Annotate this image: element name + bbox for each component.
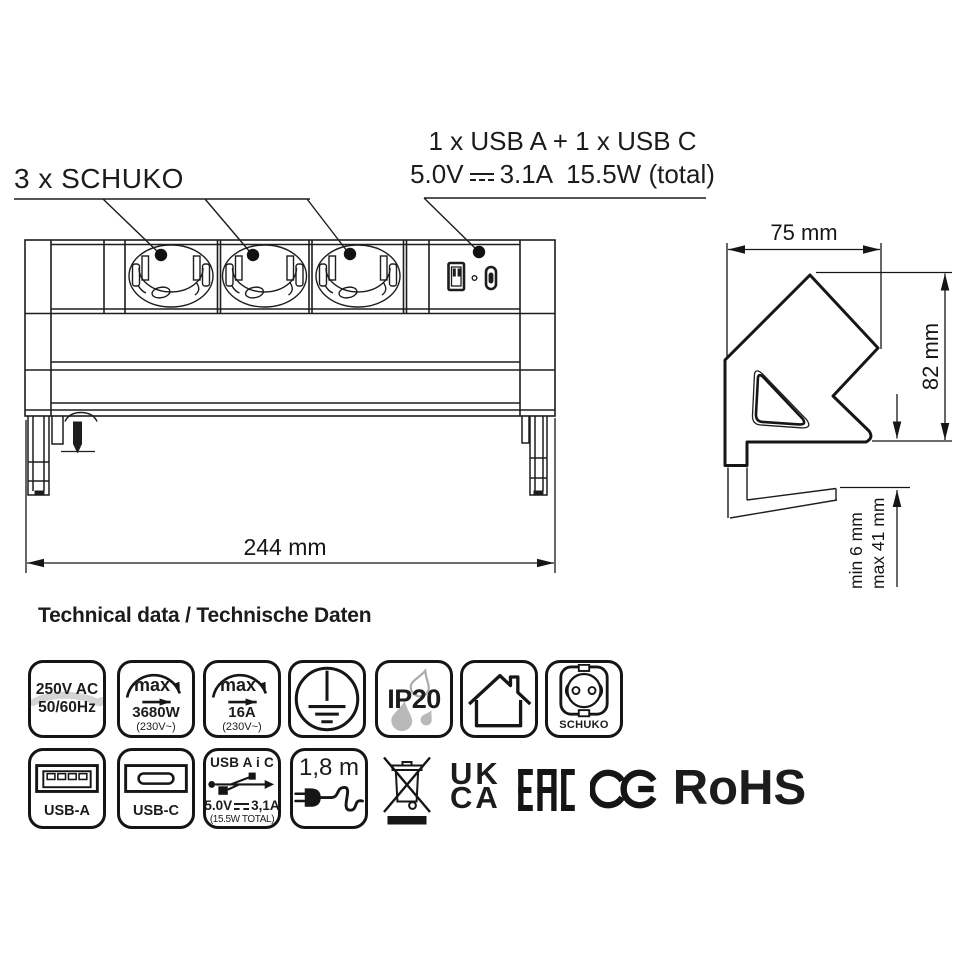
usb-a-port-icon xyxy=(447,261,466,292)
ce-mark: CE xyxy=(588,767,658,816)
callout-dots xyxy=(154,245,486,262)
max-power-value: 3680W xyxy=(132,704,180,721)
usb-c-icon xyxy=(124,764,188,793)
usb-trident-icon xyxy=(208,772,275,795)
ce-mark-icon xyxy=(588,769,657,809)
led-indicator-icon xyxy=(471,275,478,282)
rohs-mark: RoHS xyxy=(672,761,807,815)
badge-row-2: USB-A USB-C USB A i C xyxy=(28,748,806,832)
voltage-swoosh-icon xyxy=(31,691,103,707)
eac-mark-icon xyxy=(517,769,575,811)
usb-callout-line2: 5.0V 3.1A 15.5W (total) xyxy=(405,158,720,191)
usb-voltage-text: 5.0V xyxy=(410,159,464,189)
table-clamps xyxy=(27,411,548,496)
usb-ports xyxy=(447,261,498,292)
house-icon xyxy=(468,673,532,727)
earth-ground-icon xyxy=(294,666,360,732)
max-arc-icon xyxy=(211,673,268,706)
usb-combo-value: 5.0V 3,1A xyxy=(204,798,279,813)
cable-length-text: 1,8 m xyxy=(298,754,360,781)
badge-schuko: SCHUKO xyxy=(545,660,623,738)
usb-combo-note: (15.5W TOTAL) xyxy=(209,814,275,825)
dim-height xyxy=(816,271,952,442)
ukca-line2: CA xyxy=(450,779,501,815)
badge-usb-a: USB-A xyxy=(28,748,106,829)
badge-row-1: 250V AC 50/60Hz max 3680W (230V~) max xyxy=(28,660,623,738)
usb-c-port-icon xyxy=(484,265,498,291)
dc-symbol-icon xyxy=(469,169,494,184)
voltage-line2: 50/60Hz xyxy=(38,699,96,716)
ip-rating-text: IP20 xyxy=(387,683,441,714)
max-power-note: (230V~) xyxy=(136,720,176,733)
badge-indoor-use xyxy=(460,660,538,738)
dim-clamp-range xyxy=(840,394,910,587)
cutout-outline xyxy=(751,370,810,429)
dim-width-label: 244 mm xyxy=(243,534,326,560)
callout-leaders xyxy=(14,197,706,253)
voltage-line1: 250V AC xyxy=(35,681,99,698)
badge-earthing xyxy=(288,660,366,738)
usb-a-badge-label: USB-A xyxy=(44,803,90,819)
usb-combo-title: USB A i C xyxy=(210,755,274,770)
dim-clamp-max-label: max 41 mm xyxy=(868,498,888,589)
badge-max-power: max 3680W (230V~) xyxy=(117,660,195,738)
usb-c-badge-label: USB-C xyxy=(133,803,179,819)
schuko-outlet-icon xyxy=(559,664,609,718)
badge-max-current: max 16A (230V~) xyxy=(203,660,281,738)
usb-combo-voltage: 5.0V xyxy=(204,798,233,813)
eac-mark: EAC xyxy=(517,769,575,816)
dc-symbol-icon xyxy=(234,800,250,812)
badge-ip-rating: IP20 xyxy=(375,660,453,738)
clamp-screw-icon xyxy=(73,421,82,454)
schuko-badge-label: SCHUKO xyxy=(559,719,609,731)
max-power-word: max xyxy=(134,675,171,695)
ukca-mark: UK CA xyxy=(450,756,501,815)
clamp-arm xyxy=(727,467,838,519)
max-arc-icon xyxy=(125,673,182,706)
dim-depth xyxy=(726,243,882,357)
max-current-word: max xyxy=(220,675,257,695)
max-current-value: 16A xyxy=(228,704,256,721)
power-plug-icon xyxy=(294,785,364,812)
usb-current-power-text: 3.1A 15.5W (total) xyxy=(499,159,715,189)
usb-combo-current: 3,1A xyxy=(251,798,280,813)
badge-voltage: 250V AC 50/60Hz xyxy=(28,660,106,738)
ukca-line1: UK xyxy=(450,756,501,791)
usb-a-icon xyxy=(35,764,99,793)
weee-bin-icon xyxy=(383,756,431,825)
dim-height-label: 82 mm xyxy=(918,323,943,390)
badge-usb-combo: USB A i C 5.0V 3,1A (15.5W TOTAL) xyxy=(203,748,281,829)
dim-clamp-min-label: min 6 mm xyxy=(846,512,866,589)
badge-cable-length: 1,8 m xyxy=(290,748,368,829)
dim-depth-label: 75 mm xyxy=(770,220,837,245)
schuko-callout-label: 3 x SCHUKO xyxy=(14,163,184,194)
badge-usb-c: USB-C xyxy=(117,748,195,829)
weee-mark xyxy=(381,751,433,832)
usb-callout-label: 1 x USB A + 1 x USB C 5.0V 3.1A 15.5W (to… xyxy=(405,125,720,191)
dim-width xyxy=(25,418,556,573)
usb-callout-line1: 1 x USB A + 1 x USB C xyxy=(428,126,697,156)
side-view xyxy=(723,273,880,519)
max-current-note: (230V~) xyxy=(222,720,262,733)
front-view xyxy=(24,239,556,417)
tech-data-heading: Technical data / Technische Daten xyxy=(38,604,372,627)
